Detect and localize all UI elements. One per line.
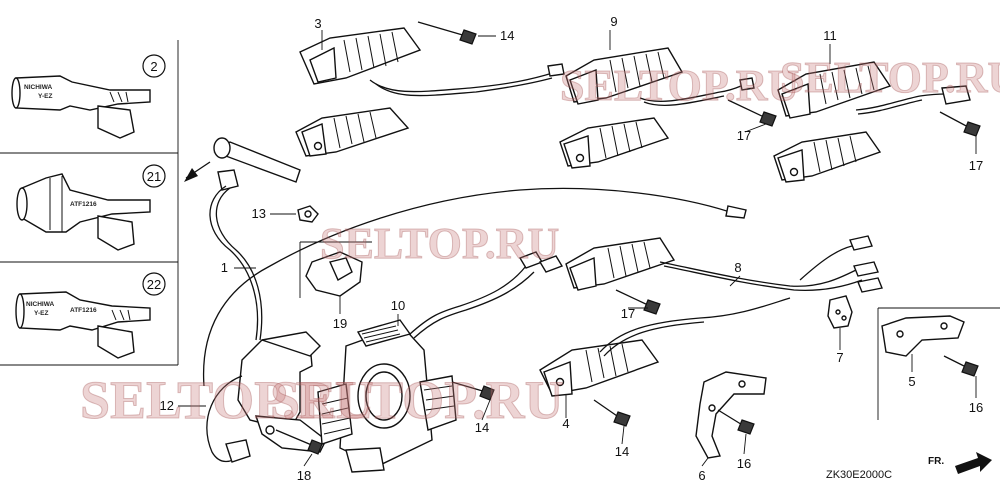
bolt-16-a: [717, 409, 755, 435]
cap-label-text: NICHIWA: [26, 301, 54, 308]
high-tension-lead: [209, 137, 301, 341]
callout-17-b: 17: [969, 158, 983, 173]
charge-coil-8: [565, 235, 883, 293]
stator-assembly: [317, 319, 457, 473]
charge-coil-4: [539, 297, 791, 397]
bolt-14-right: [593, 399, 631, 427]
charge-coil-11: [773, 61, 971, 183]
watermark: SELTOP.RU: [80, 370, 374, 430]
clip-13: [297, 205, 319, 223]
callout-13: 13: [252, 206, 266, 221]
callout-16-lower: 16: [737, 456, 751, 471]
callout-19: 19: [333, 316, 347, 331]
cap-label-text: ATF1216: [70, 201, 97, 208]
watermark: SELTOP.RU: [320, 219, 559, 268]
callout-12: 12: [160, 398, 174, 413]
ignition-coil: [206, 331, 327, 463]
bolt-17-a: [727, 99, 777, 127]
callout-11: 11: [823, 28, 837, 43]
callout-7: 7: [836, 350, 843, 365]
bolt-14-lower: [451, 381, 495, 401]
callout-labels: 1 3 4 5 6 7 8 9 10 11 12 13 14 14 14 16 …: [160, 14, 984, 483]
charge-coil-3: [295, 27, 565, 157]
fr-label: FR.: [928, 456, 944, 467]
grommet-7: [827, 295, 853, 329]
callout-2: 2: [150, 59, 157, 74]
spark-plug-cap-22: NICHIWA Y-EZ ATF1216 22: [15, 272, 166, 359]
bolt-18: [275, 429, 323, 455]
callout-1: 1: [221, 260, 228, 275]
wire-harness-main: [202, 187, 747, 387]
callout-5: 5: [908, 374, 915, 389]
bolt-16-b: [943, 355, 979, 377]
bolt-17-c: [615, 289, 661, 315]
bracket-5: [877, 307, 1000, 420]
inset-panel: [0, 40, 179, 366]
callout-4: 4: [562, 416, 569, 431]
callout-8: 8: [734, 260, 741, 275]
callout-14-coil: 14: [615, 444, 629, 459]
callout-17-c: 17: [621, 306, 635, 321]
callout-14-top: 14: [500, 28, 514, 43]
cap-label-text: NICHIWA: [24, 84, 52, 91]
watermark: SELTOP.RU: [560, 61, 799, 110]
spark-plug-cap-21: ATF1216 21: [16, 164, 166, 251]
callout-18: 18: [297, 468, 311, 483]
callout-3: 3: [314, 16, 321, 31]
callout-6: 6: [698, 468, 705, 483]
bracket-6: [695, 371, 767, 459]
callout-9: 9: [610, 14, 617, 29]
leader-lines: [178, 30, 977, 467]
callout-21: 21: [147, 169, 161, 184]
wire-holder-19: [299, 241, 372, 298]
diagram-code: ZK30E2000C: [826, 469, 892, 481]
callout-17-a: 17: [737, 128, 751, 143]
front-direction-arrow: FR.: [928, 452, 992, 474]
callout-16-right: 16: [969, 400, 983, 415]
cap-label-text: ATF1216: [70, 307, 97, 314]
bolt-17-b: [939, 111, 981, 137]
callout-10: 10: [391, 298, 405, 313]
direction-arrow-left: [184, 161, 211, 182]
cap-label-text: Y-EZ: [38, 93, 52, 100]
watermark: SELTOP.RU: [780, 53, 1000, 102]
charge-coil-9: [559, 47, 755, 169]
callout-22: 22: [147, 277, 161, 292]
spark-plug-cap-2: NICHIWA Y-EZ 2: [11, 54, 166, 139]
bolt-14-upper: [417, 21, 477, 45]
cap-label-text: Y-EZ: [34, 310, 48, 317]
watermark: SELTOP.RU: [270, 370, 564, 430]
stator-wires: [409, 251, 564, 339]
callout-14-stator: 14: [475, 420, 489, 435]
